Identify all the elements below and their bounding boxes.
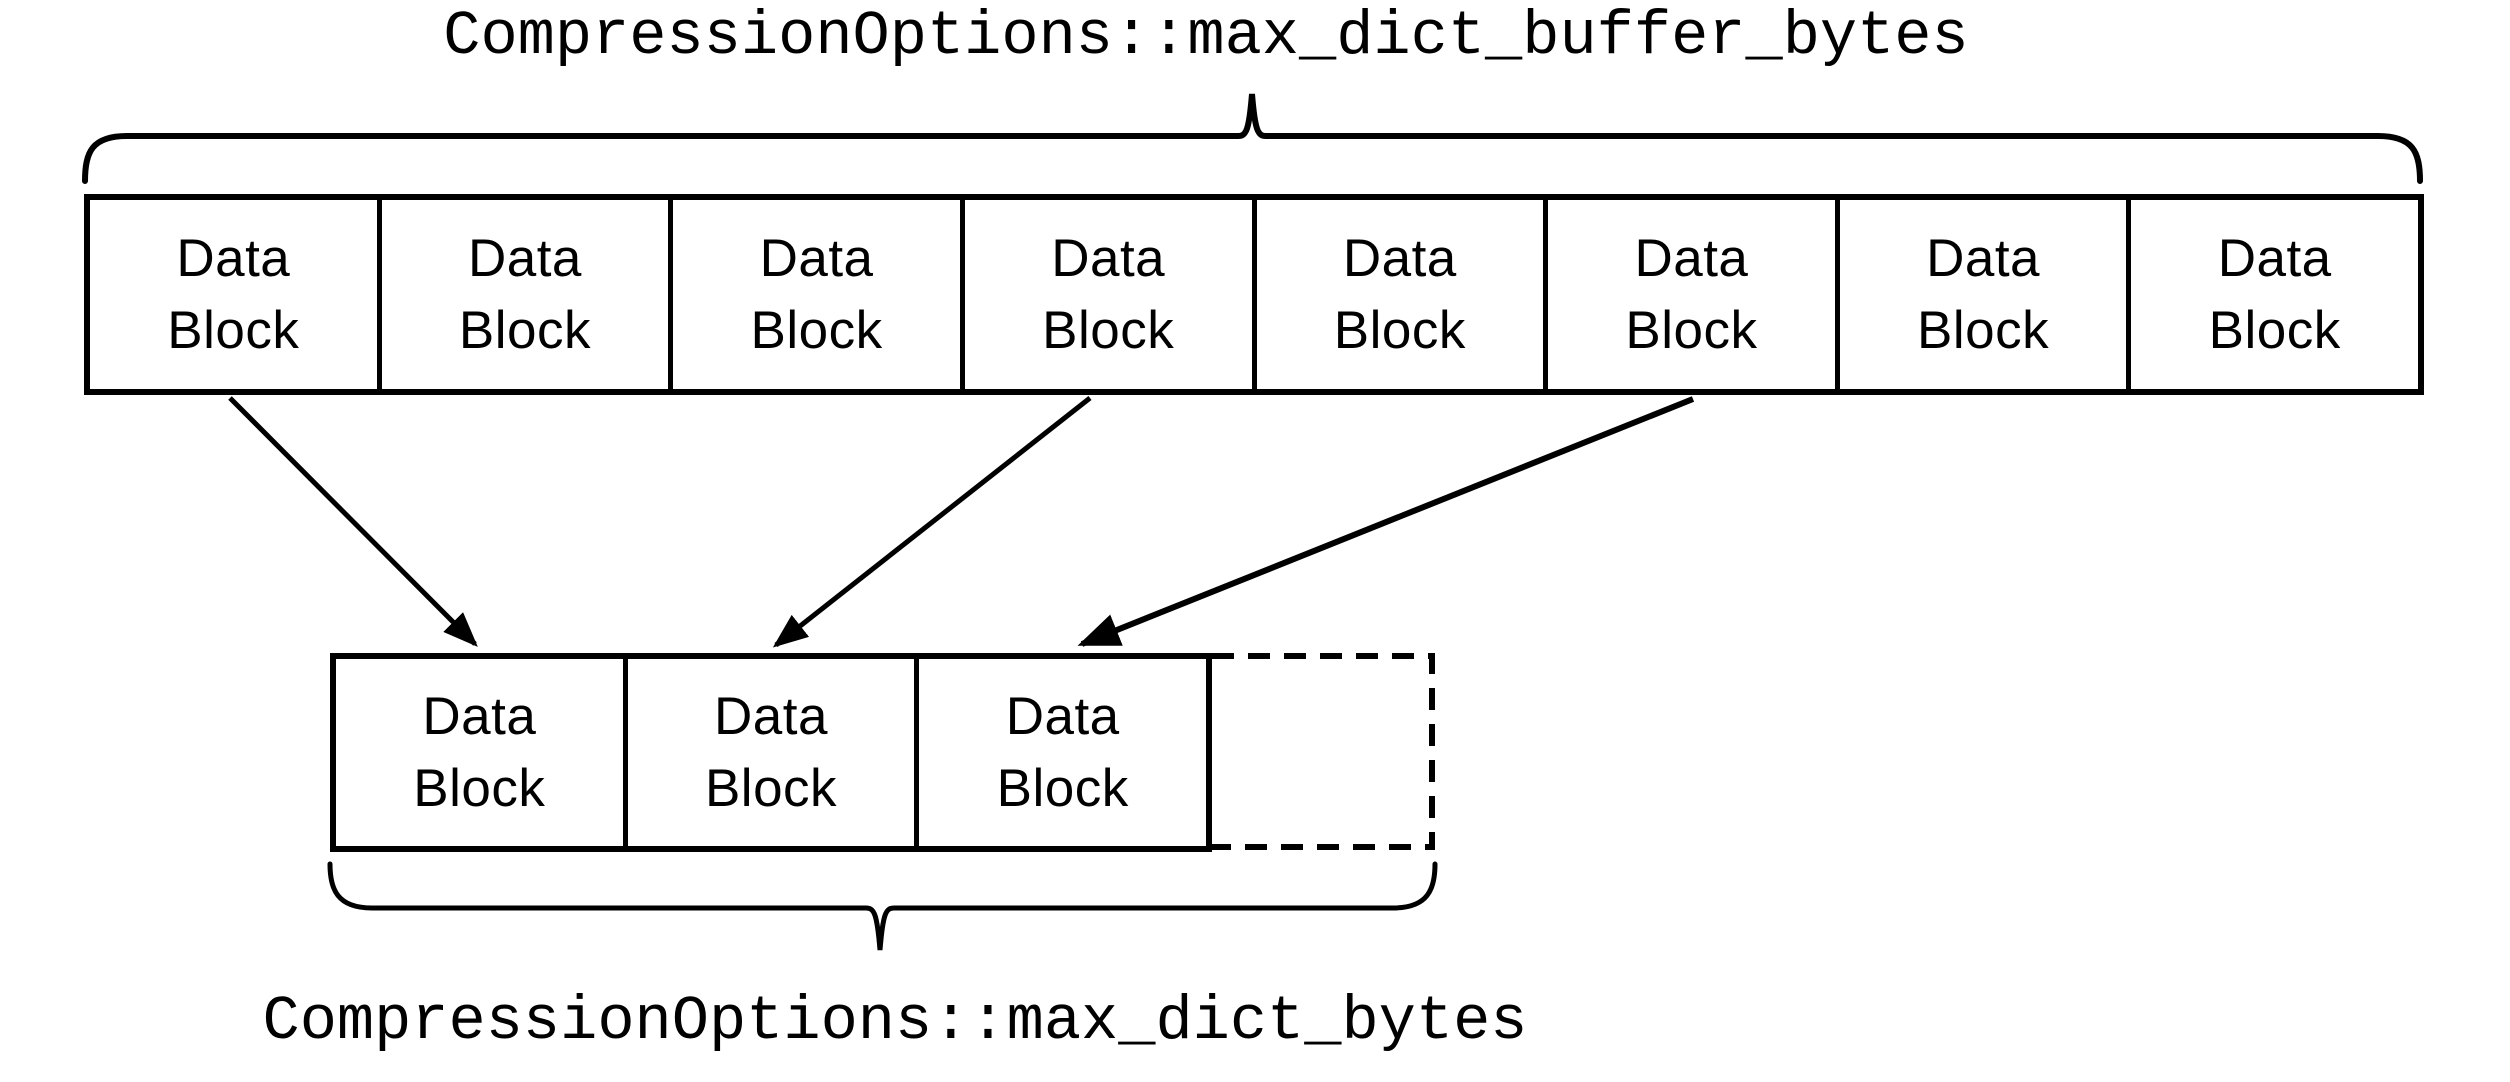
buffer-data-block-5: Data Block	[1251, 200, 1544, 389]
dict-row-dashed-extension-cell	[1212, 653, 1435, 850]
max-dict-bytes-label: CompressionOptions::max_dict_bytes	[262, 986, 1528, 1057]
dict-data-block-3: Data Block	[914, 659, 1206, 846]
buffer-data-block-8: Data Block	[2126, 200, 2418, 389]
arrow-buffer6-to-dict3	[1077, 396, 1695, 647]
arrow-buffer4-to-dict2	[772, 396, 1092, 648]
dict-row-brace	[327, 861, 1438, 951]
dict-block-row: Data Block Data Block Data Block	[330, 653, 1212, 852]
buffer-data-block-6: Data Block	[1543, 200, 1835, 389]
arrow-buffer1-to-dict1	[228, 396, 478, 647]
buffer-block-row: Data Block Data Block Data Block Data Bl…	[84, 194, 2424, 395]
buffer-data-block-3: Data Block	[668, 200, 960, 389]
dict-data-block-2: Data Block	[622, 659, 915, 846]
buffer-row-brace	[82, 93, 2423, 184]
buffer-data-block-4: Data Block	[959, 200, 1252, 389]
buffer-data-block-1: Data Block	[167, 228, 300, 360]
buffer-data-block-7: Data Block	[1834, 200, 2127, 389]
dict-data-block-1: Data Block	[413, 686, 546, 818]
buffer-data-block-2: Data Block	[376, 200, 669, 389]
max-dict-buffer-bytes-label: CompressionOptions::max_dict_buffer_byte…	[443, 1, 1969, 72]
